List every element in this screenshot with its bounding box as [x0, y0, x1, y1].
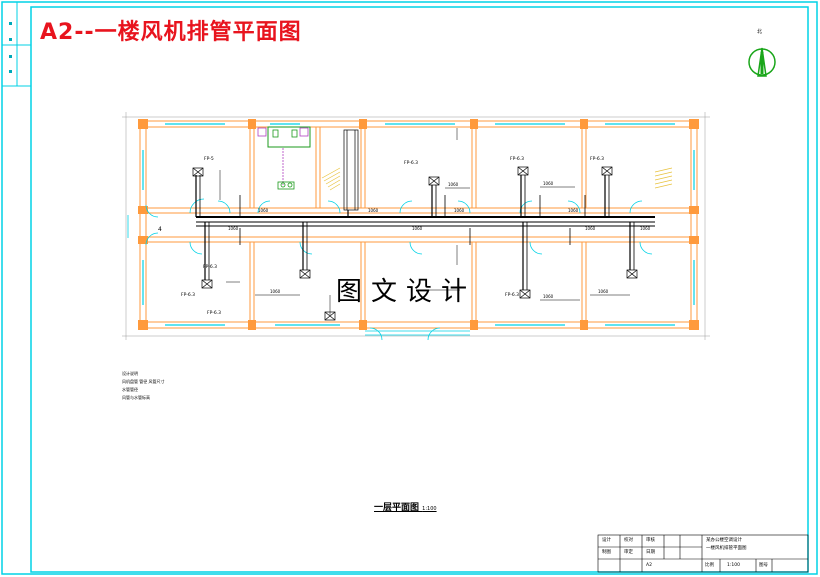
- fan-coil-label: FP-5: [204, 156, 214, 162]
- main-pipes: [195, 175, 655, 290]
- tb-sheet-no: 图号: [759, 563, 768, 568]
- svg-text:1060: 1060: [598, 289, 609, 294]
- svg-text:1060: 1060: [270, 289, 281, 294]
- svg-text:1060: 1060: [543, 181, 554, 186]
- dimension-text: 1060 1060 1060 1060 1060 1060 1060 1060 …: [228, 181, 651, 299]
- plan-title: 一层平面图 1:100: [374, 500, 437, 513]
- note-line: 风管与水管标高: [122, 395, 150, 400]
- svg-text:1060: 1060: [368, 208, 379, 213]
- note-line: 设计说明: [122, 371, 138, 376]
- walls: [139, 120, 698, 329]
- dimension-lines: [219, 128, 630, 315]
- note-line: 水管管径: [122, 387, 138, 392]
- title-block: [597, 534, 809, 573]
- tb-designer: 设计: [602, 538, 611, 543]
- fan-coil-label: FP-6.3: [590, 156, 604, 162]
- duct-shaft: [343, 129, 359, 211]
- floor-plan: 1060 1060 1060 1060 1060 1060 1060 1060 …: [122, 112, 710, 341]
- watermark-text: 图文设计: [336, 277, 477, 307]
- unit-labels: FP-5FP-6.3FP-6.3FP-6.3FP-6.3FP-6.3FP-6.3…: [181, 156, 604, 316]
- svg-text:1060: 1060: [585, 226, 596, 231]
- toilet-room: [257, 126, 311, 190]
- tb-sheet: A2: [646, 563, 652, 568]
- note-line: 风机盘管 管径 风管尺寸: [122, 379, 165, 384]
- fan-coil-label: FP-6.3: [203, 264, 217, 270]
- fan-coil-label: FP-6.3: [181, 292, 195, 298]
- tb-scale-label: 比例: [705, 563, 714, 568]
- tb-checker: 校对: [624, 538, 633, 543]
- drawing-title: A2--一楼风机排管平面图: [40, 20, 302, 45]
- svg-text:1060: 1060: [543, 294, 554, 299]
- fan-coil-label: FP-6.3: [207, 310, 221, 316]
- tb-reviewer: 审核: [646, 538, 655, 543]
- windows: [142, 123, 695, 326]
- stairs: [321, 167, 673, 191]
- svg-text:1060: 1060: [640, 226, 651, 231]
- fan-coil-label: FP-6.3: [404, 160, 418, 166]
- structural-columns: [138, 119, 699, 330]
- axis-lines: [122, 112, 710, 340]
- plan-title-text: 一层平面图: [374, 503, 420, 513]
- plan-scale: 1:100: [422, 506, 437, 512]
- svg-text:1060: 1060: [228, 226, 239, 231]
- svg-text:1060: 1060: [454, 208, 465, 213]
- room-number: 4: [158, 226, 162, 233]
- north-arrow-icon: [748, 47, 776, 77]
- tb-approver: 审定: [624, 550, 633, 555]
- fan-coil-label: FP-6.3: [505, 292, 519, 298]
- tb-project-name: 某办公楼空调设计: [706, 538, 742, 543]
- svg-text:1060: 1060: [448, 182, 459, 187]
- tb-drawing-name: 一楼风机排管平面图: [706, 546, 747, 551]
- svg-text:1060: 1060: [568, 208, 579, 213]
- svg-text:1060: 1060: [412, 226, 423, 231]
- margin-marks: [9, 22, 12, 73]
- svg-text:1060: 1060: [258, 208, 269, 213]
- doors: [127, 198, 653, 341]
- fan-coil-label: FP-6.3: [510, 156, 524, 162]
- north-label: 北: [757, 29, 763, 35]
- design-notes: 设计说明 风机盘管 管径 风管尺寸 水管管径 风管与水管标高: [122, 370, 165, 402]
- tb-date: 日期: [646, 550, 655, 555]
- tb-drafter: 制图: [602, 550, 611, 555]
- fan-coil-units: [192, 166, 638, 321]
- tb-scale-value: 1:100: [727, 563, 740, 568]
